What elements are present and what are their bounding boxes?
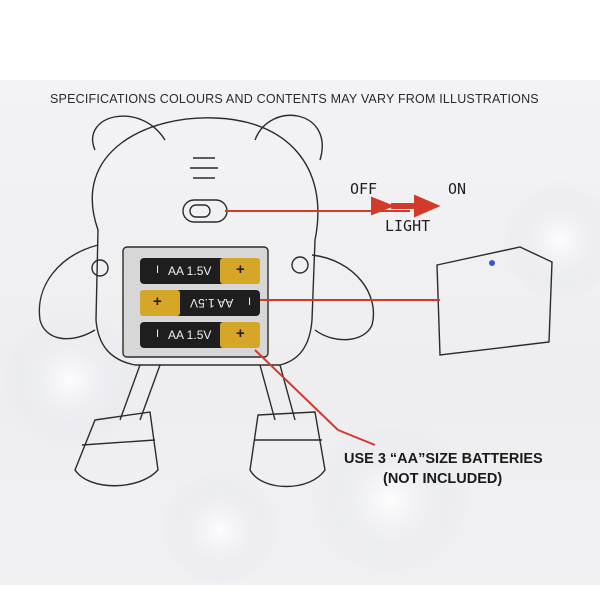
cover-screw-icon	[489, 260, 495, 266]
disclaimer-text: SPECIFICATIONS COLOURS AND CONTENTS MAY …	[50, 92, 539, 106]
battery-2-plus: +	[153, 293, 162, 310]
battery-2-minus: I	[248, 296, 252, 308]
battery-3-minus: I	[156, 328, 160, 340]
battery-3	[140, 322, 260, 348]
battery-instruction: USE 3 “AA”SIZE BATTERIES	[344, 451, 543, 467]
battery-2	[140, 290, 260, 316]
battery-1-plus: +	[236, 261, 245, 278]
left-leg	[119, 364, 161, 421]
switch-arrow-icon	[371, 194, 441, 218]
robot-body	[91, 117, 319, 366]
battery-1	[140, 258, 260, 284]
battery-1-minus: I	[156, 264, 160, 276]
battery-1-label: AA 1.5V	[168, 264, 212, 278]
battery-2-label: AA 1.5V	[190, 296, 234, 310]
batteries-not-included: (NOT INCLUDED)	[383, 471, 503, 487]
battery-3-plus: +	[236, 325, 245, 342]
right-foot	[249, 411, 326, 488]
instruction-card	[0, 80, 600, 585]
right-ear	[254, 114, 323, 161]
right-leg	[259, 364, 296, 421]
battery-3-label: AA 1.5V	[168, 328, 212, 342]
left-foot	[74, 411, 159, 487]
right-arm	[311, 254, 375, 341]
light-label: LIGHT	[385, 217, 431, 235]
battery-cover	[436, 246, 553, 356]
off-label: OFF	[350, 180, 378, 198]
left-ear	[92, 115, 166, 151]
on-label: ON	[448, 180, 467, 198]
left-arm	[38, 244, 99, 340]
holographic-sheen	[0, 180, 600, 585]
